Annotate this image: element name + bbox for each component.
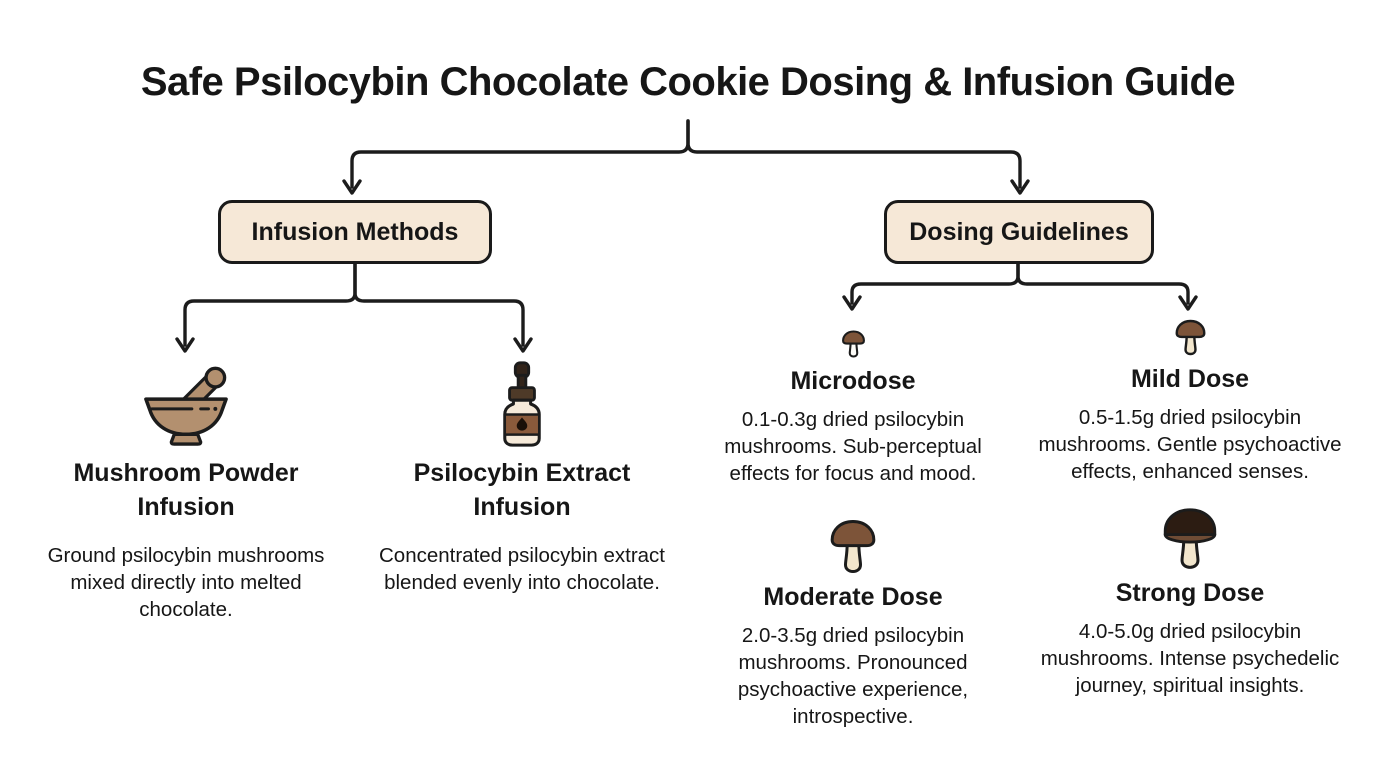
dose-description: 0.1-0.3g dried psilocybin mushrooms. Sub… xyxy=(724,408,982,485)
method-psilocybin-extract: Psilocybin Extract Infusion Concentrated… xyxy=(372,356,672,596)
connector-title-to-dosing xyxy=(686,119,1022,189)
dosing-guidelines-label: Dosing Guidelines xyxy=(909,217,1129,246)
dose-description: 4.0-5.0g dried psilocybin mushrooms. Int… xyxy=(1040,620,1340,697)
method-description: Ground psilocybin mushrooms mixed direct… xyxy=(47,544,325,621)
dose-strong: Strong Dose 4.0-5.0g dried psilocybin mu… xyxy=(1035,508,1345,699)
arrowhead-dosing xyxy=(1010,179,1030,195)
dose-title: Strong Dose xyxy=(1115,579,1265,607)
dose-moderate: Moderate Dose 2.0-3.5g dried psilocybin … xyxy=(698,512,1008,730)
connector-dosing-left xyxy=(850,262,1020,305)
method-title: Mushroom Powder Infusion xyxy=(73,459,299,521)
dose-microdose: Microdose 0.1-0.3g dried psilocybin mush… xyxy=(698,318,1008,487)
dose-mild: Mild Dose 0.5-1.5g dried psilocybin mush… xyxy=(1035,316,1345,485)
mushroom-small-icon xyxy=(841,318,866,358)
arrowhead-infusion xyxy=(342,179,362,195)
dose-description: 0.5-1.5g dried psilocybin mushrooms. Gen… xyxy=(1038,406,1342,483)
mushroom-medium-icon xyxy=(1174,316,1207,356)
arrowhead-dose-micro xyxy=(842,295,862,311)
arrowhead-dose-mild xyxy=(1178,295,1198,311)
dosing-guidelines-box: Dosing Guidelines xyxy=(884,200,1154,264)
arrowhead-method-extract xyxy=(513,337,533,353)
method-description: Concentrated psilocybin extract blended … xyxy=(378,544,665,594)
mushroom-dark-icon xyxy=(1161,508,1219,570)
dose-description: 2.0-3.5g dried psilocybin mushrooms. Pro… xyxy=(737,624,969,728)
mushroom-large-icon xyxy=(828,512,878,574)
method-mushroom-powder: Mushroom Powder Infusion Ground psilocyb… xyxy=(36,356,336,623)
page-title: Safe Psilocybin Chocolate Cookie Dosing … xyxy=(140,60,1236,104)
infusion-methods-label: Infusion Methods xyxy=(251,217,459,246)
dose-title: Microdose xyxy=(790,367,916,395)
mortar-pestle-icon xyxy=(137,356,235,448)
dose-title: Moderate Dose xyxy=(763,583,943,611)
arrowhead-method-powder xyxy=(175,337,195,353)
dose-title: Mild Dose xyxy=(1130,365,1250,393)
connector-dosing-right xyxy=(1016,262,1190,305)
dropper-bottle-icon xyxy=(491,356,553,448)
connector-infusion-left xyxy=(183,262,357,347)
connector-infusion-right xyxy=(353,262,525,347)
infusion-methods-box: Infusion Methods xyxy=(218,200,492,264)
connector-title-to-infusion xyxy=(350,119,690,189)
method-title: Psilocybin Extract Infusion xyxy=(413,459,631,521)
